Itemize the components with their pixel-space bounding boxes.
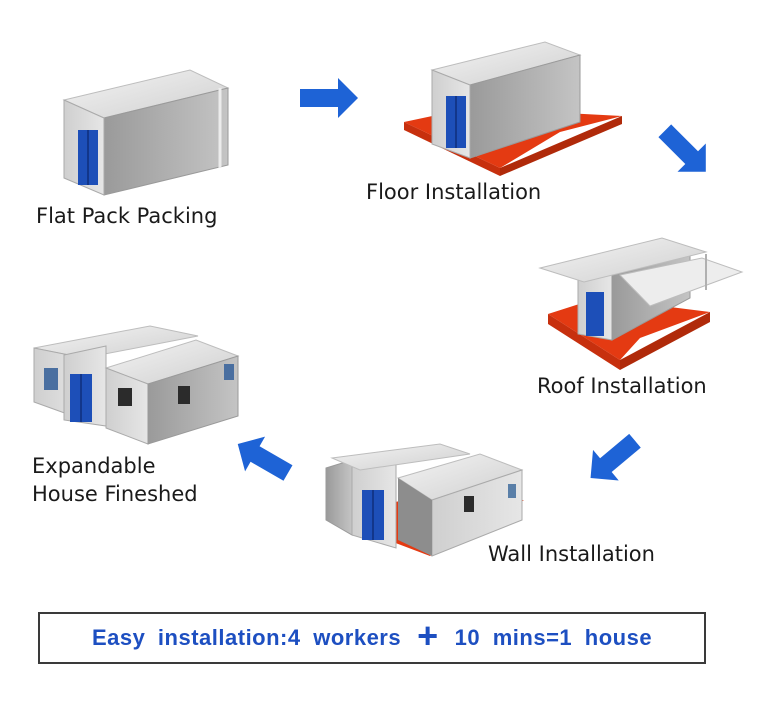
step-label-finished-line2: House Fineshed: [32, 482, 198, 506]
step-label-flat-pack: Flat Pack Packing: [36, 204, 218, 228]
expandable-house-illustration: [33, 325, 240, 445]
step-label-wall: Wall Installation: [488, 542, 655, 566]
arrow-up-left-icon: [237, 436, 293, 481]
step-label-roof: Roof Installation: [537, 374, 707, 398]
floor-installation-illustration: [404, 41, 622, 176]
arrow-down-right-icon: [658, 124, 706, 172]
arrow-right-icon: [300, 78, 358, 118]
arrow-down-left-icon: [590, 433, 641, 481]
roof-installation-illustration: [538, 237, 744, 370]
wall-installation-illustration: [325, 443, 524, 557]
step-label-finished-line1: Expandable: [32, 454, 156, 478]
flat-pack-container-illustration: [62, 69, 230, 196]
installation-summary-banner: Easy installation:4 workers + 10 mins=1 …: [38, 612, 706, 664]
banner-time-text: 10 mins=1 house: [454, 625, 653, 650]
plus-icon: +: [417, 615, 439, 656]
step-label-floor: Floor Installation: [366, 180, 542, 204]
banner-workers-text: Easy installation:4 workers: [91, 625, 402, 650]
